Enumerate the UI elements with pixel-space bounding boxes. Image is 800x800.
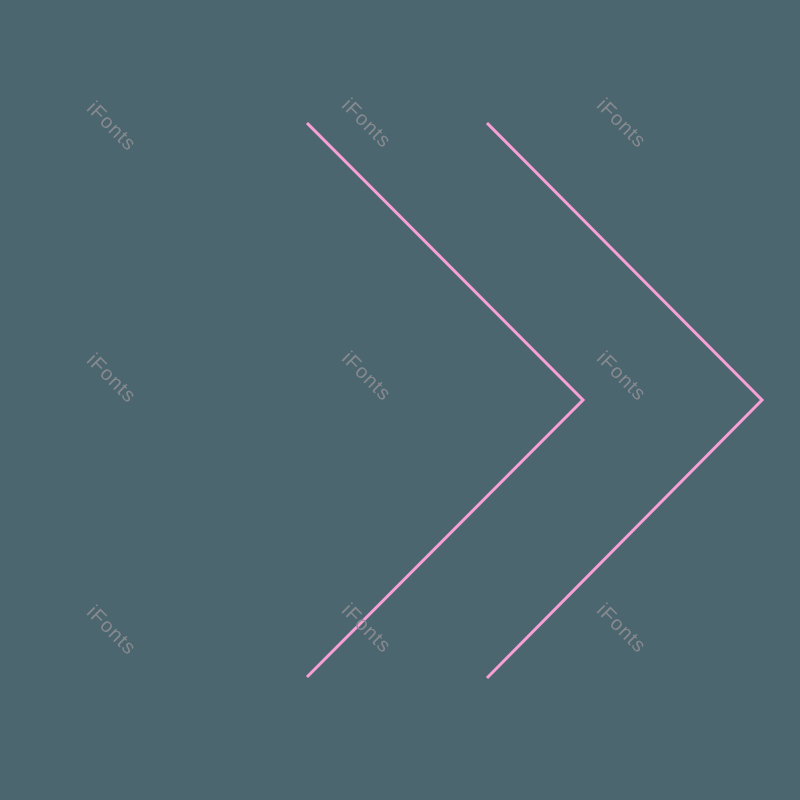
chevron-line-front — [305, 121, 586, 679]
chevron-line-back — [485, 121, 765, 680]
